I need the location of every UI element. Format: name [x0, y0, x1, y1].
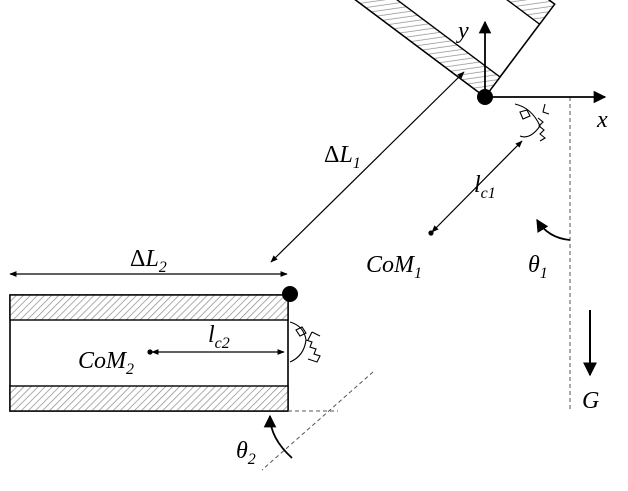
link-1-bottom-plate	[342, 0, 556, 26]
y-axis-label: y	[456, 18, 469, 44]
link-1-axis-extension	[261, 371, 374, 471]
theta2-arrow	[263, 414, 293, 459]
link-1	[287, 0, 556, 99]
x-axis-label: x	[596, 107, 608, 133]
joint-1-spring-damper	[514, 103, 550, 142]
com2-point	[147, 349, 153, 355]
construction-lines	[261, 96, 571, 471]
joint-2	[282, 286, 298, 302]
delta-l1-label: ΔL1	[324, 142, 361, 172]
link-2-bottom-plate	[9, 385, 289, 412]
com2-label: CoM2	[78, 348, 134, 378]
com1-label: CoM1	[366, 252, 422, 282]
joint-1	[477, 89, 493, 105]
theta1-arrow	[536, 218, 571, 241]
gravity-label: G	[582, 388, 599, 414]
com1-point	[428, 230, 434, 236]
theta2-label: θ2	[236, 438, 256, 468]
delta-l2-label: ΔL2	[130, 246, 167, 276]
lc1-dimension-arrow	[431, 140, 523, 233]
link-2-top-plate	[9, 294, 289, 321]
lc2-label: lc2	[208, 322, 230, 352]
theta1-label: θ1	[528, 252, 548, 282]
joint-2-spring-damper	[289, 321, 321, 363]
coordinate-axes	[478, 20, 607, 104]
link-1-top-plate	[288, 0, 501, 98]
delta-l1-dimension-arrow	[270, 71, 465, 263]
lc1-label: lc1	[474, 172, 496, 202]
